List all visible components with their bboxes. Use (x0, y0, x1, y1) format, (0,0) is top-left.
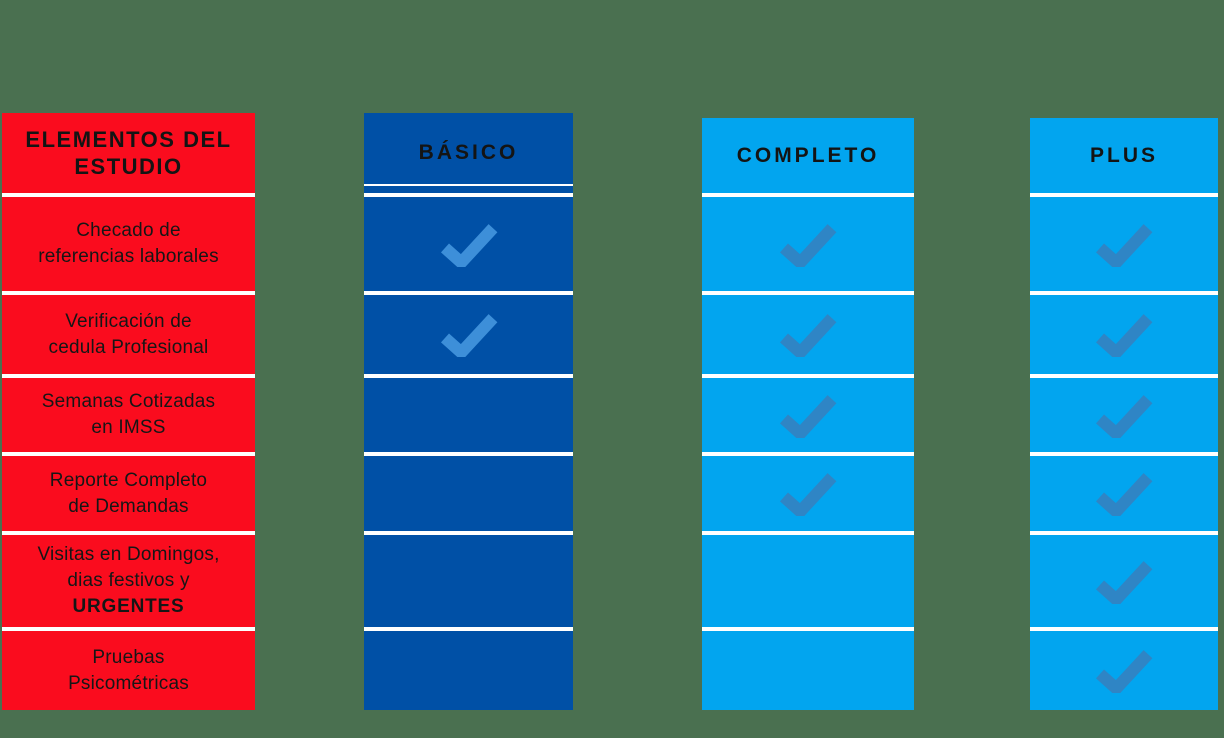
feature-label-line: referencias laborales (38, 246, 219, 267)
check-icon (1095, 394, 1153, 438)
check-icon (440, 223, 497, 267)
feature-label-line: URGENTES (72, 596, 185, 617)
feature-label-line: cedula Profesional (48, 336, 209, 358)
check-icon (440, 314, 497, 357)
plan-cell-checked (364, 291, 573, 374)
features-column: ELEMENTOS DEL ESTUDIO Checado de referenc… (2, 113, 255, 710)
plan-cell-empty (364, 627, 573, 710)
feature-label-line: dias festivos y (67, 570, 190, 591)
feature-label-line: Psicométricas (68, 672, 189, 694)
plan-cell-checked (364, 193, 573, 291)
feature-label-line: de Demandas (68, 495, 189, 517)
feature-row-label: Checado de referencias laborales (32, 218, 225, 270)
plan-column-completo: COMPLETO (702, 118, 914, 710)
plan-cell-empty (364, 531, 573, 627)
check-icon (1095, 560, 1153, 604)
feature-label-line: Verificación de (65, 310, 192, 332)
check-icon (779, 223, 837, 267)
plan-cell-checked (1030, 374, 1218, 452)
plan-header-completo: COMPLETO (736, 143, 880, 167)
features-column-header-text: ELEMENTOS DEL ESTUDIO (2, 126, 255, 180)
feature-row-label: Reporte Completo de Demandas (44, 468, 213, 520)
check-icon (1095, 314, 1153, 357)
feature-row-label: Visitas en Domingos, dias festivos y URGEN… (31, 542, 225, 620)
check-icon (779, 394, 837, 438)
plan-cell-checked (1030, 193, 1218, 291)
plan-cell-checked (702, 291, 914, 374)
plan-cell-checked (1030, 291, 1218, 374)
plan-cell-checked (702, 452, 914, 531)
feature-label-line: Visitas en Domingos, (37, 544, 220, 565)
check-icon (779, 473, 837, 516)
features-column-header: ELEMENTOS DEL ESTUDIO (2, 113, 255, 193)
feature-label-line: Checado de (76, 220, 181, 241)
feature-label-line: Semanas Cotizadas (41, 391, 216, 412)
plan-cell-checked (1030, 627, 1218, 710)
plan-column-basico: BÁSICO (364, 113, 573, 710)
feature-label-line: en IMSS (91, 417, 166, 438)
plan-header-plus: PLUS (1089, 143, 1158, 167)
feature-row: Semanas Cotizadas en IMSS (2, 374, 255, 452)
plan-cell-checked (1030, 531, 1218, 627)
plan-cell-checked (702, 193, 914, 291)
check-icon (1095, 223, 1153, 267)
feature-row-label: Semanas Cotizadas en IMSS (36, 389, 221, 441)
plan-cell-checked (1030, 452, 1218, 531)
check-icon (1095, 650, 1153, 693)
feature-row: Verificación de cedula Profesional (2, 291, 255, 374)
plan-cell-empty (364, 452, 573, 531)
check-icon (1095, 473, 1153, 516)
feature-row: Visitas en Domingos, dias festivos y URGEN… (2, 531, 255, 627)
features-header-line-1: ELEMENTOS (25, 127, 176, 152)
plan-cell-empty (702, 627, 914, 710)
plan-cell-checked (702, 374, 914, 452)
feature-row: Reporte Completo de Demandas (2, 452, 255, 531)
features-header-line-2: DEL ESTUDIO (74, 127, 232, 179)
plan-cell-empty (364, 374, 573, 452)
feature-label-line: Pruebas (92, 646, 165, 668)
feature-row-label: Verificación de cedula Profesional (43, 309, 215, 361)
feature-row: Checado de referencias laborales (2, 193, 255, 291)
plan-column-plus: PLUS (1030, 118, 1218, 710)
plan-cell-empty (702, 531, 914, 627)
check-icon (779, 314, 837, 357)
feature-label-line: Reporte Completo (49, 469, 208, 491)
plan-header-basico: BÁSICO (364, 113, 573, 193)
